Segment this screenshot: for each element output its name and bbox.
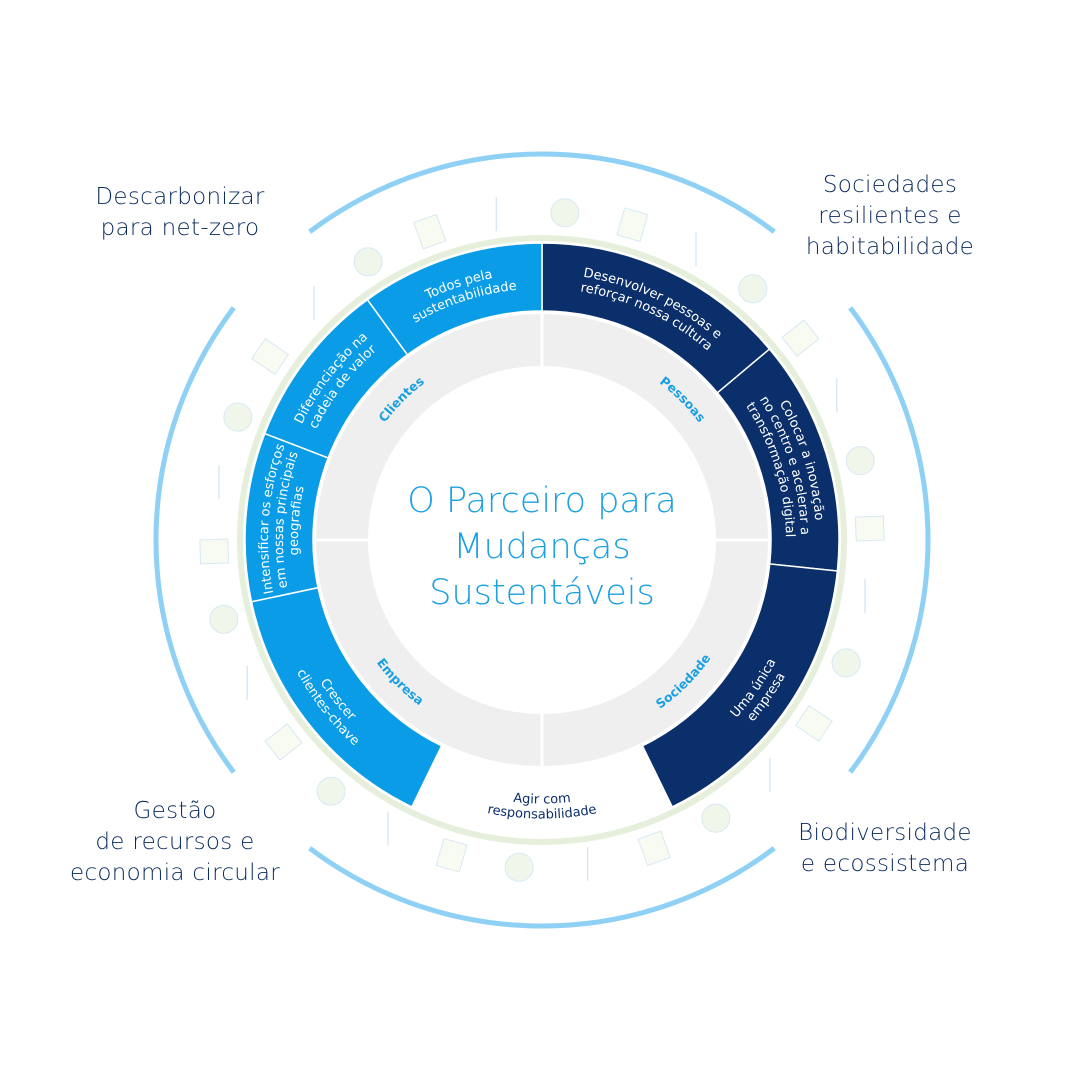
label-biodiversity: Biodiversidade e ecossistema — [770, 818, 1000, 880]
outer-arc — [848, 306, 931, 774]
label-line: de recursos e — [95, 829, 255, 855]
label-line: habitabilidade — [805, 234, 975, 260]
segment-label-text: Agir com — [513, 791, 572, 808]
label-line: economia circular — [70, 860, 280, 886]
building-icon — [251, 338, 290, 376]
segment-wedge — [366, 242, 543, 356]
tree-icon — [353, 247, 383, 277]
building-icon — [854, 515, 885, 542]
segment-label: Agir com — [513, 791, 572, 808]
tree-icon — [738, 274, 768, 304]
tree-icon — [831, 648, 861, 678]
outer-arc — [308, 846, 776, 929]
label-line: e ecossistema — [800, 851, 970, 877]
title-line: Sustentáveis — [429, 573, 655, 613]
building-icon — [781, 319, 820, 357]
tree-icon — [550, 198, 580, 228]
label-resource-management: Gestão de recursos e economia circular — [50, 796, 300, 889]
city-illustration — [199, 197, 885, 882]
tree-icon — [223, 402, 253, 432]
label-line: Descarbonizar — [95, 184, 265, 210]
building-icon — [794, 704, 833, 742]
building-icon — [199, 538, 230, 565]
title-line: O Parceiro para — [407, 481, 677, 521]
tree-icon — [209, 604, 239, 634]
title-line: Mudanças — [453, 527, 631, 567]
label-line: resilientes e — [818, 203, 962, 229]
building-icon — [413, 213, 447, 250]
segment-label-text: responsabilidade — [486, 802, 598, 822]
label-decarbonize: Descarbonizar para net-zero — [70, 182, 290, 244]
tree-icon — [845, 446, 875, 476]
label-resilient-societies: Sociedades resilientes e habitabilidade — [780, 170, 1000, 263]
label-line: para net-zero — [100, 215, 260, 241]
tree-icon — [701, 803, 731, 833]
label-line: Biodiversidade — [798, 820, 972, 846]
building-icon — [264, 723, 303, 761]
tree-icon — [316, 776, 346, 806]
label-line: Gestão — [133, 798, 217, 824]
segment-label: responsabilidade — [486, 802, 598, 822]
center-disc — [369, 367, 715, 713]
label-line: Sociedades — [822, 172, 958, 198]
building-icon — [616, 207, 649, 243]
building-icon — [435, 837, 468, 873]
tree-icon — [504, 852, 534, 882]
outer-arc — [153, 306, 236, 774]
outer-arc — [308, 151, 776, 234]
outer-ring — [237, 235, 847, 845]
center-title: O Parceiro para Mudanças Sustentáveis — [372, 478, 712, 616]
building-icon — [637, 830, 671, 867]
